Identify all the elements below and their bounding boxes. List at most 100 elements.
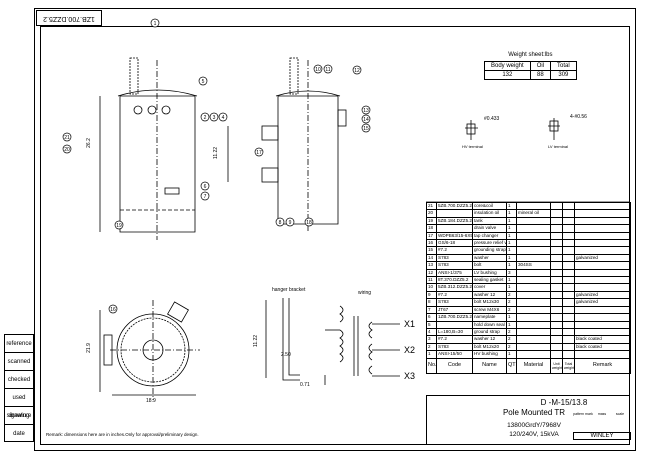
bom-cell bbox=[550, 298, 563, 307]
bom-cell: ANSI-15/50 bbox=[436, 350, 473, 359]
bom-cell bbox=[516, 350, 551, 359]
bom-cell: 1 bbox=[506, 216, 517, 226]
bom-cell bbox=[550, 231, 563, 241]
bom-cell: 1 bbox=[506, 201, 517, 211]
scale-label: scale bbox=[615, 412, 625, 416]
bom-cell bbox=[574, 209, 631, 218]
bom-cell bbox=[516, 335, 551, 344]
svg-text:18: 18 bbox=[306, 220, 312, 226]
bom-cell bbox=[516, 239, 551, 248]
bom-cell bbox=[574, 305, 631, 315]
bom-cell bbox=[436, 224, 473, 233]
bom-cell bbox=[516, 305, 551, 315]
drawing-frame bbox=[34, 8, 636, 451]
bom-cell bbox=[562, 313, 575, 322]
bom-cell: core&coil bbox=[472, 201, 507, 211]
bom-cell: 304SS bbox=[516, 261, 551, 270]
bom-cell bbox=[574, 239, 631, 248]
bom-cell bbox=[562, 239, 575, 248]
bom-cell: 5ZB.700.DZZ5.2 bbox=[436, 201, 473, 211]
bom-cell: 2 bbox=[506, 298, 517, 307]
bom-cell bbox=[562, 261, 575, 270]
bom-cell bbox=[550, 335, 563, 344]
bom-cell bbox=[516, 224, 551, 233]
hanger-bracket bbox=[265, 298, 300, 381]
bom-cell bbox=[562, 327, 575, 337]
bom-cell: 5ZB.184.DZZ5.2 bbox=[436, 216, 473, 226]
bom-cell bbox=[516, 201, 551, 211]
bom-cell: 1 bbox=[506, 276, 517, 285]
bom-cell: S783 bbox=[436, 342, 473, 352]
svg-text:7: 7 bbox=[204, 194, 207, 200]
bom-cell bbox=[574, 276, 631, 285]
bom-cell bbox=[516, 283, 551, 292]
svg-text:9: 9 bbox=[289, 220, 292, 226]
bom-cell: 20 bbox=[426, 209, 437, 218]
wiring-title: wiring bbox=[358, 290, 372, 296]
bom-cell bbox=[562, 320, 575, 329]
bom-cell bbox=[516, 231, 551, 241]
bom-cell bbox=[516, 327, 551, 337]
bom-cell: 2 bbox=[426, 342, 437, 352]
bom-cell: 7 bbox=[426, 305, 437, 315]
bom-cell: 3 bbox=[506, 268, 517, 278]
bom-cell bbox=[516, 268, 551, 278]
bom-cell: 15 bbox=[426, 246, 437, 255]
dim-plan-depth: 18.9 bbox=[146, 398, 156, 404]
weight-sheet: Weight sheet:lbs Body weight Oil Total 1… bbox=[484, 52, 577, 80]
bom-cell bbox=[550, 305, 563, 315]
bom-header: Code bbox=[436, 357, 473, 374]
bom-cell: LV bushing bbox=[472, 268, 507, 278]
bom-cell bbox=[516, 313, 551, 322]
bom-cell: 1 bbox=[506, 246, 517, 255]
bom-header: Name bbox=[472, 357, 507, 374]
bom-cell: 2 bbox=[506, 335, 517, 344]
bom-cell: 3 bbox=[426, 335, 437, 344]
bom-cell: 8 bbox=[426, 298, 437, 307]
bom-cell: mineral oil bbox=[516, 209, 551, 218]
bom-cell bbox=[562, 201, 575, 211]
bom-cell bbox=[574, 283, 631, 292]
svg-text:12: 12 bbox=[354, 68, 360, 74]
bom-cell: galvanized bbox=[574, 253, 631, 263]
bom-header: Material bbox=[516, 357, 551, 374]
pattern-mark-label: pattern mark bbox=[573, 412, 593, 416]
bom-cell: washer bbox=[472, 253, 507, 263]
bom-cell: bolt M12x20 bbox=[472, 342, 507, 352]
bom-cell: tap changer bbox=[472, 231, 507, 241]
weight-title: Weight sheet:lbs bbox=[508, 52, 553, 58]
bom-cell bbox=[550, 201, 563, 211]
svg-text:13: 13 bbox=[363, 108, 369, 114]
svg-text:20: 20 bbox=[64, 147, 70, 153]
svg-text:4: 4 bbox=[222, 115, 225, 121]
bom-cell: 1 bbox=[506, 320, 517, 329]
side-label: signature bbox=[4, 406, 34, 424]
svg-text:1: 1 bbox=[154, 21, 157, 27]
bom-header: Unit weight bbox=[550, 357, 563, 374]
lv-terminal-label: LV terminal bbox=[548, 144, 568, 149]
bom-cell bbox=[574, 201, 631, 211]
drawing-code: D -M-15/13.8 bbox=[540, 398, 588, 407]
svg-text:14: 14 bbox=[363, 117, 369, 123]
bom-cell: 1 bbox=[506, 253, 517, 263]
bom-header: Total weight bbox=[562, 357, 575, 374]
bom-cell bbox=[574, 268, 631, 278]
bom-cell bbox=[550, 209, 563, 218]
bom-header: Remark bbox=[574, 357, 631, 374]
bom-cell: JT67 bbox=[436, 305, 473, 315]
dim-side-height: 11.22 bbox=[213, 146, 220, 160]
drawing-name: Pole Mounted TR bbox=[502, 408, 566, 417]
bom-cell: L=180,B=30 bbox=[436, 327, 473, 337]
bom-cell: drain valve bbox=[472, 224, 507, 233]
bom-cell bbox=[550, 342, 563, 352]
